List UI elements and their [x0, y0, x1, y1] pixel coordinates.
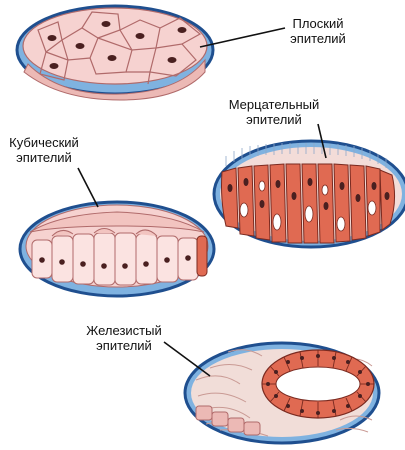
ciliated-label-line1: Мерцательный: [228, 97, 320, 112]
glandular-label-line2: эпителий: [96, 338, 152, 353]
glandular-label-line1: Железистый: [86, 323, 162, 338]
cuboidal-label-line2: эпителий: [16, 150, 72, 165]
glandular-leader-line: [163, 341, 211, 377]
cuboidal-epithelium-label: Кубический эпителий: [2, 135, 86, 165]
ciliated-epithelium-illustration: [212, 139, 405, 249]
cuboidal-leader-line: [77, 167, 99, 208]
cuboidal-label-line1: Кубический: [9, 135, 79, 150]
squamous-epithelium-illustration: [15, 4, 215, 101]
glandular-epithelium-label: Железистый эпителий: [82, 323, 166, 353]
ciliated-label-line2: эпителий: [246, 112, 302, 127]
squamous-label-line1: Плоский: [292, 16, 344, 31]
ciliated-leader-line: [317, 123, 327, 159]
squamous-epithelium-label: Плоский эпителий: [286, 16, 350, 46]
cuboidal-epithelium-illustration: [18, 200, 216, 298]
squamous-leader-line: [199, 27, 286, 48]
squamous-label-line2: эпителий: [290, 31, 346, 46]
glandular-epithelium-illustration: [183, 341, 381, 445]
ciliated-epithelium-label: Мерцательный эпителий: [218, 97, 330, 127]
